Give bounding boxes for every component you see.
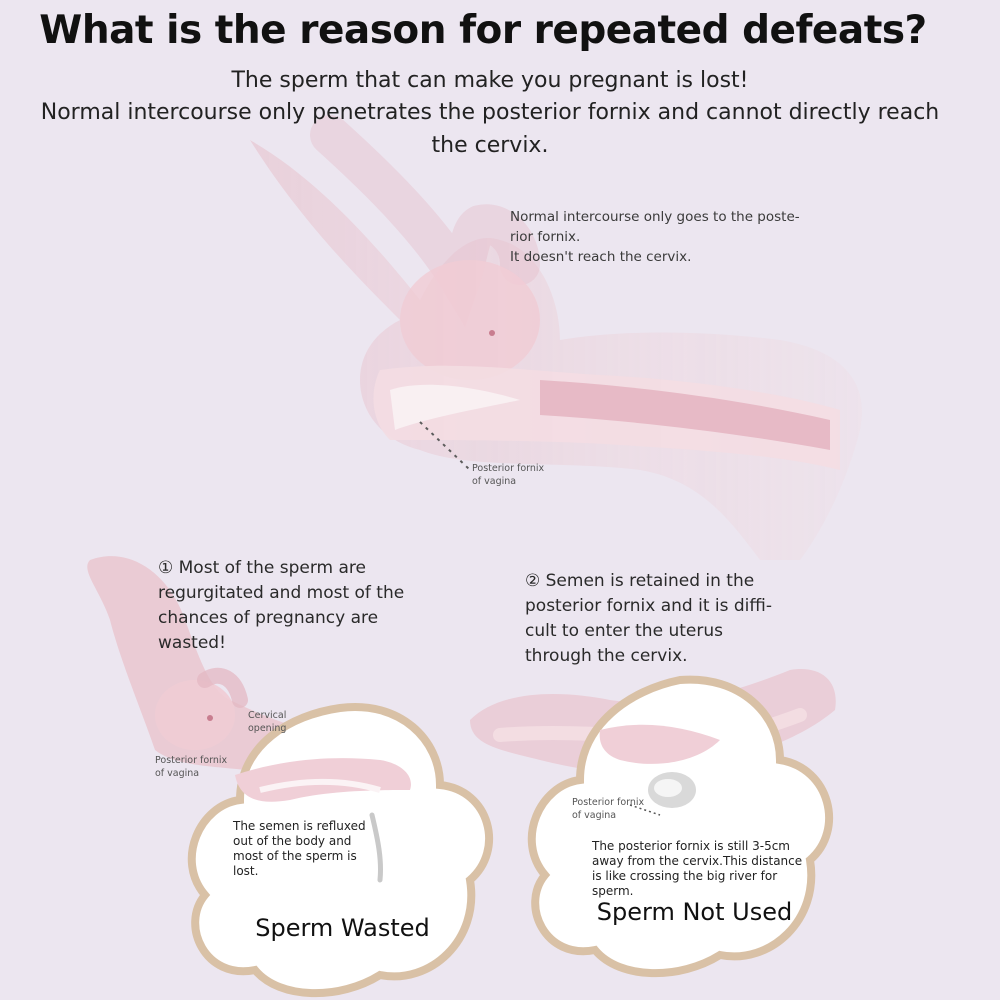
subtitle-line-1: The sperm that can make you pregnant is … — [231, 68, 749, 93]
main-note-line-1: Normal intercourse only goes to the post… — [510, 209, 800, 225]
left-fornix-label: Posterior fornix of vagina — [155, 755, 228, 779]
subtitle-line-2: Normal intercourse only penetrates the p… — [40, 100, 940, 158]
right-badge — [527, 675, 834, 978]
cervical-opening-label: Cervical opening — [248, 710, 287, 734]
page-title: What is the reason for repeated defeats? — [39, 8, 927, 53]
left-organ-diagram — [87, 556, 431, 790]
right-badge-description: The posterior fornix is still 3-5cm away… — [592, 839, 803, 898]
left-badge-description: The semen is refluxed out of the body an… — [233, 819, 366, 878]
left-badge-caption: Sperm Wasted — [255, 914, 430, 942]
main-fornix-label: Posterior fornix of vagina — [472, 463, 545, 487]
main-organ-diagram — [250, 115, 862, 560]
right-badge-caption: Sperm Not Used — [596, 898, 793, 926]
point-1-text: ① Most of the sperm are regurgitated and… — [158, 558, 405, 653]
main-note: Normal intercourse only goes to the post… — [510, 207, 810, 267]
main-note-line-3: It doesn't reach the cervix. — [510, 249, 692, 265]
left-badge — [187, 702, 494, 998]
point-2-text: ② Semen is retained in the posterior for… — [525, 571, 772, 666]
main-note-line-2: rior fornix. — [510, 229, 581, 245]
right-fornix-label: Posterior fornix of vagina — [572, 797, 645, 821]
